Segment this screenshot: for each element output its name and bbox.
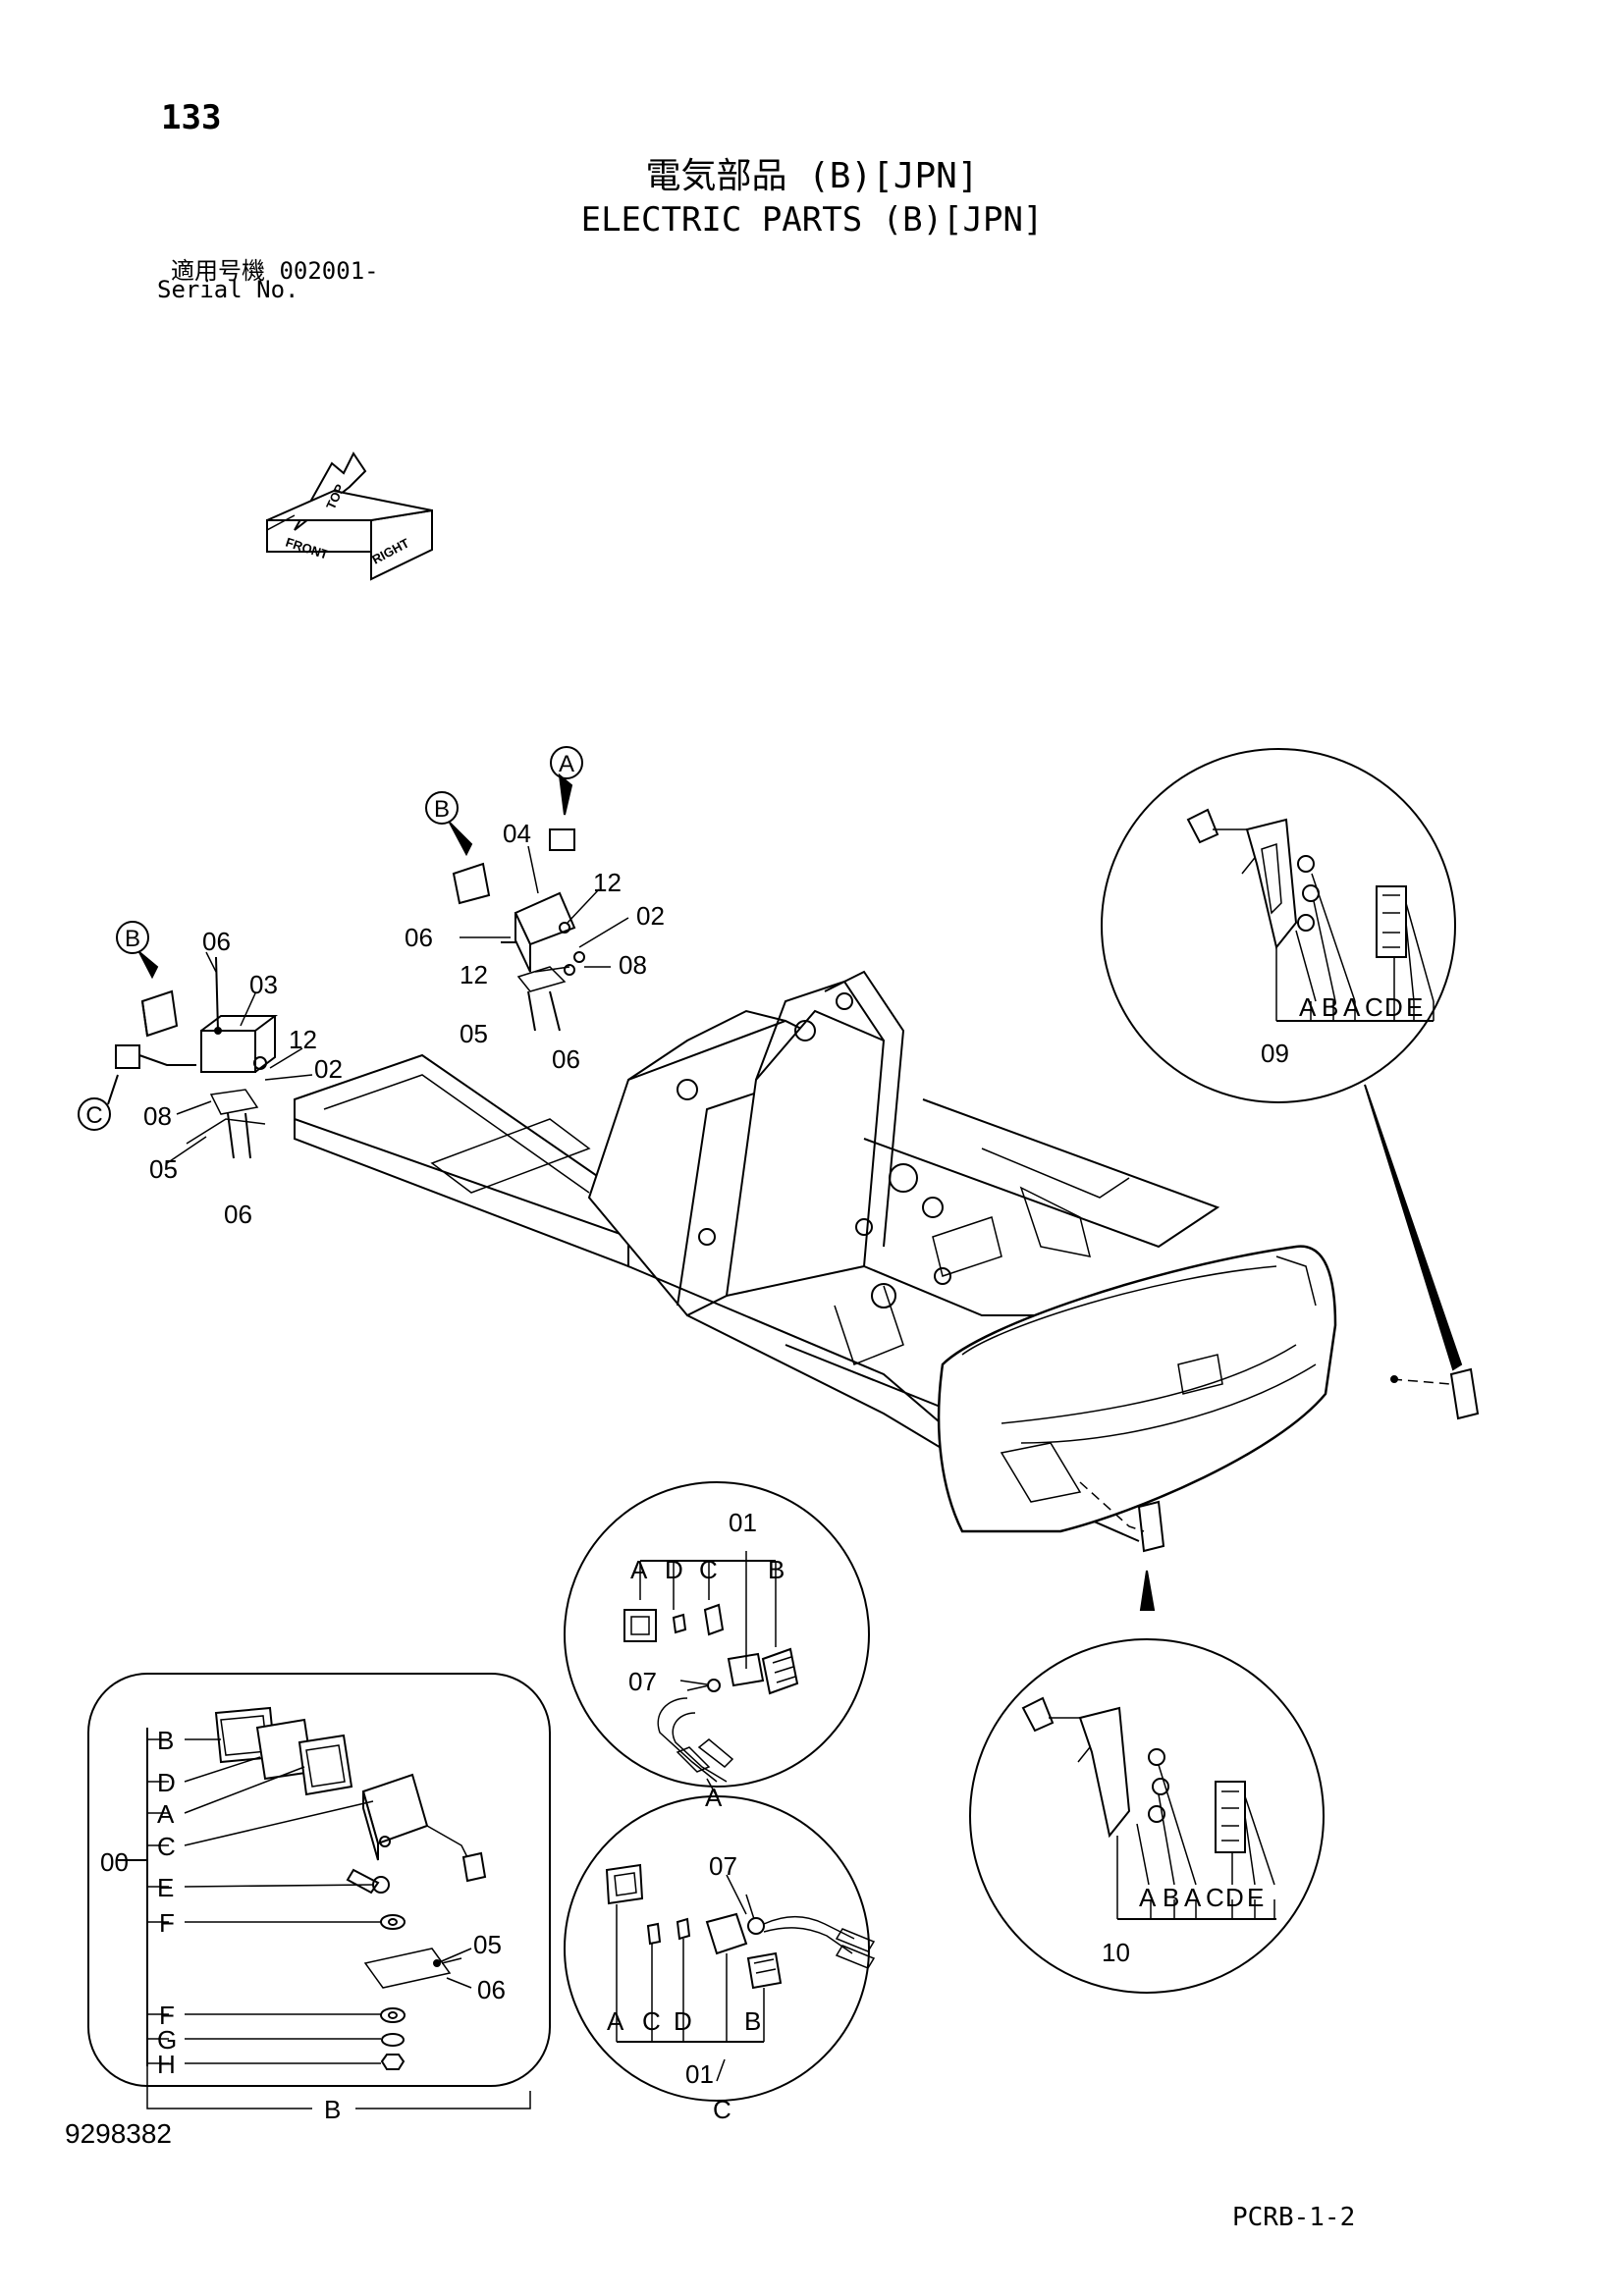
box00-letter-a: A — [157, 1799, 175, 1829]
box00-letter-h: H — [157, 2050, 176, 2079]
callout-b-upper: B — [434, 796, 450, 823]
box00-letter-d: D — [157, 1768, 176, 1797]
circle09-letter-c: C — [1365, 992, 1383, 1022]
leader-lines — [166, 845, 747, 2082]
leader-wedge-09 — [1364, 1084, 1463, 1371]
label-00: 00 — [100, 1847, 129, 1877]
label-06-left-top: 06 — [202, 927, 231, 956]
circle09-letter-e: E — [1406, 992, 1423, 1022]
label-04: 04 — [503, 819, 531, 848]
circle01c-letter-c: C — [642, 2006, 661, 2036]
detail-box-00 — [87, 1673, 551, 2109]
circle01a-letter-d: D — [665, 1555, 683, 1584]
right-side-lamp — [1390, 1367, 1480, 1420]
label-07-circle-c: 07 — [709, 1851, 737, 1881]
circle10-letter-a2: A — [1184, 1883, 1202, 1912]
page-code: PCRB-1-2 — [1232, 2203, 1356, 2232]
circle01a-letter-c: C — [699, 1555, 718, 1584]
title-english: ELECTRIC PARTS (B)[JPN] — [580, 200, 1044, 240]
leader-wedge-10 — [1139, 1570, 1156, 1611]
circle09-letter-a2: A — [1343, 992, 1361, 1022]
label-06-upper-left: 06 — [405, 923, 433, 952]
label-05-upper: 05 — [460, 1019, 488, 1048]
circle10-letter-c: C — [1206, 1883, 1224, 1912]
label-12-upper-mid: 12 — [460, 960, 488, 989]
label-06-left-bottom: 06 — [224, 1200, 252, 1229]
circle10-letter-e: E — [1247, 1883, 1264, 1912]
orientation-icon: FRONT TOP RIGHT — [266, 452, 433, 581]
detail-circle-09 — [1101, 748, 1456, 1103]
detail-circle-01-c — [564, 1795, 876, 2102]
label-02-upper: 02 — [636, 901, 665, 931]
title-japanese: 電気部品 (B)[JPN] — [645, 156, 979, 196]
label-07-circle-a: 07 — [628, 1667, 657, 1696]
label-12-left: 12 — [289, 1025, 317, 1054]
circle01c-letter-a: A — [607, 2006, 624, 2036]
part-number-labels: 04 12 02 06 12 08 05 06 06 03 12 02 08 0… — [100, 819, 1289, 2089]
drawing-number: 9298382 — [65, 2118, 173, 2149]
box00-letter-f: F — [159, 1908, 175, 1938]
box00-letter-g: G — [157, 2025, 177, 2055]
serial-label-japanese: 適用号機 002001- — [171, 257, 379, 285]
circle01a-letter-a: A — [630, 1555, 648, 1584]
label-06-box: 06 — [477, 1975, 506, 2004]
label-05-box: 05 — [473, 1930, 502, 1959]
box00-letter-f2: F — [159, 2001, 175, 2030]
serial-label-english: Serial No. — [157, 276, 299, 303]
label-08-upper: 08 — [619, 950, 647, 980]
circle10-letter-d: D — [1225, 1883, 1244, 1912]
page-number: 133 — [161, 98, 222, 137]
label-06-upper-bottom: 06 — [552, 1044, 580, 1074]
label-05-left: 05 — [149, 1154, 178, 1184]
sub-part-letter-labels: A B A C D E A B A C D E A D C B A A C D … — [157, 992, 1423, 2124]
left-light-assembly: B C — [78, 921, 278, 1159]
circle09-letter-d: D — [1384, 992, 1403, 1022]
label-02-left: 02 — [314, 1054, 343, 1084]
circle01c-caption-c: C — [713, 2095, 731, 2124]
label-10: 10 — [1102, 1938, 1130, 1967]
callout-c-left: C — [85, 1102, 102, 1129]
circle10-letter-b: B — [1163, 1883, 1179, 1912]
machine-frame — [294, 970, 1337, 1542]
box00-letter-e: E — [157, 1873, 174, 1902]
label-03: 03 — [249, 970, 278, 999]
label-12-upper: 12 — [593, 868, 622, 897]
box00-letter-c: C — [157, 1832, 176, 1861]
callout-a-upper: A — [559, 751, 574, 777]
circle10-letter-a: A — [1139, 1883, 1157, 1912]
circle01a-caption-a: A — [705, 1783, 723, 1812]
box00-letter-b: B — [157, 1726, 174, 1755]
callout-b-left: B — [125, 926, 140, 952]
circle09-letter-a: A — [1299, 992, 1317, 1022]
box00-caption-b: B — [324, 2095, 341, 2124]
circle01c-letter-b: B — [744, 2006, 761, 2036]
circle01a-letter-b: B — [768, 1555, 785, 1584]
circle01c-letter-d: D — [674, 2006, 692, 2036]
circle09-letter-b: B — [1322, 992, 1338, 1022]
detail-circle-10 — [969, 1638, 1325, 1994]
label-09: 09 — [1261, 1039, 1289, 1068]
label-01-circle-a: 01 — [729, 1508, 757, 1537]
upper-light-assembly: A B — [425, 746, 585, 1032]
label-08-left: 08 — [143, 1101, 172, 1131]
rear-lamp — [1079, 1481, 1165, 1553]
detail-circle-01-a — [564, 1481, 870, 1788]
label-01-circle-c: 01 — [685, 2059, 714, 2089]
